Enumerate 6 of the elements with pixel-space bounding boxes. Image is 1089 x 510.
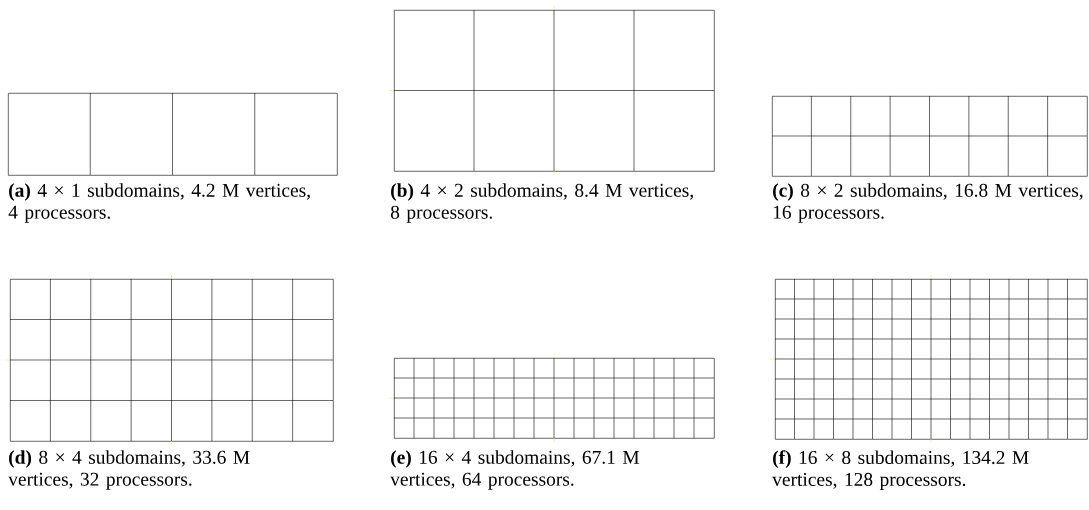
node-label: (a) 4 × 1 subdomains, 4.2 M vertices, 4 processors. xyxy=(8,183,310,223)
node-label: (f) 16 × 8 subdomains, 134.2 M vertices, 128 processors. xyxy=(772,450,1029,490)
node-label: (c) 8 × 2 subdomains, 16.8 M vertices, 16 processors. xyxy=(773,183,1083,223)
node-label: (b) 4 × 2 subdomains, 8.4 M vertices, 8 processors. xyxy=(390,183,693,223)
node-label: (d) 8 × 4 subdomains, 33.6 M vertices, 32 processors. xyxy=(8,450,250,490)
node-label: (e) 16 × 4 subdomains, 67.1 M vertices, 64 processors. xyxy=(390,450,640,490)
